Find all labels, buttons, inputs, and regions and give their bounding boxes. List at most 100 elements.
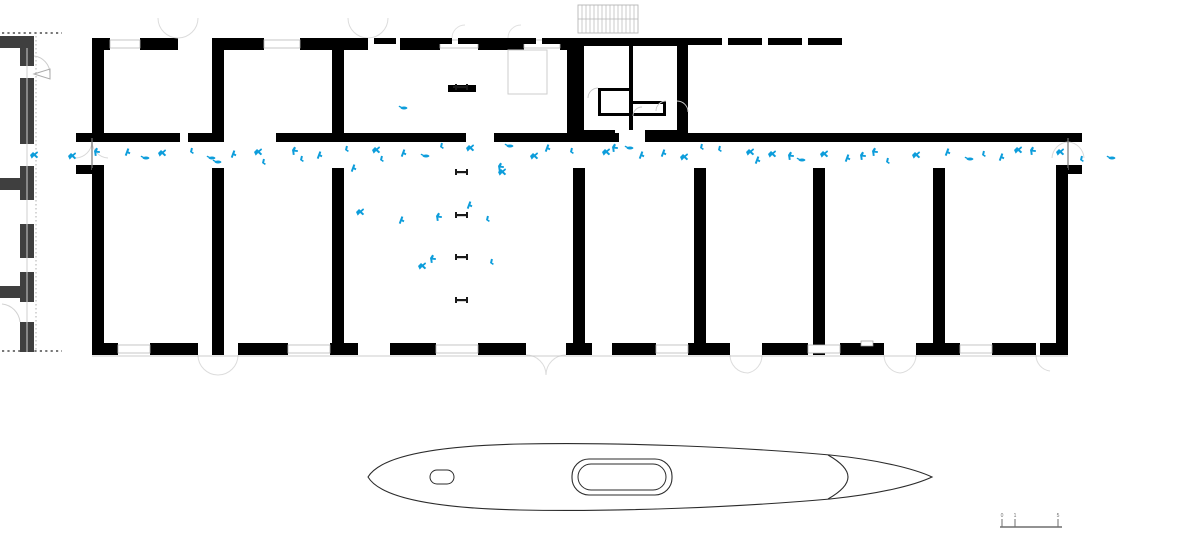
partition-lower-4 (694, 168, 706, 355)
west-exterior-wall-upper (92, 38, 104, 138)
column-marker (455, 169, 468, 175)
wall-dash (486, 38, 508, 44)
annex-partition-e (633, 113, 666, 116)
wall-segment (992, 343, 1036, 355)
boat-plan-outline (367, 443, 934, 511)
partition-upper-1 (212, 38, 224, 138)
wall-segment (92, 343, 118, 355)
wall-segment (762, 343, 808, 355)
annex-partition-f (663, 101, 666, 116)
wall-dash (514, 38, 536, 44)
wall-dash (402, 38, 424, 44)
door-swing (1067, 141, 1085, 159)
annex-north-wall (573, 38, 688, 46)
wall-dash (542, 38, 564, 44)
wall-segment (478, 343, 526, 355)
wall-segment (808, 38, 842, 45)
door-swing (729, 354, 749, 374)
corridor-bench (448, 85, 476, 92)
window (109, 39, 141, 49)
door-swing (347, 17, 369, 39)
wall-segment (688, 38, 722, 45)
wall-segment (140, 38, 178, 50)
annex-door-swing-a (587, 87, 599, 99)
entry-wall-stub-bottom (76, 165, 104, 174)
door-swing (451, 24, 466, 39)
door-swing (747, 354, 763, 374)
door-swing (883, 354, 901, 374)
wall-segment (688, 343, 730, 355)
boat-forward-hatch (429, 469, 455, 485)
door-swing (197, 354, 219, 376)
graphic-scale-bar: 0 1 5 (1000, 513, 1062, 528)
wall-dash (374, 38, 396, 44)
scale-label-1: 1 (1014, 513, 1017, 519)
wall-segment (150, 343, 198, 355)
wall-segment (566, 343, 592, 355)
corridor-wall-upper-b (276, 133, 466, 142)
annex-door-swing-c (632, 106, 643, 117)
partition-lower-1 (212, 168, 224, 355)
annex-door-swing-b (655, 100, 667, 112)
door-swing (177, 17, 199, 39)
door-swing (75, 141, 93, 159)
window (263, 39, 301, 49)
upper-room-walls (92, 38, 1068, 142)
wall-segment (728, 38, 762, 45)
wall-segment (300, 38, 338, 50)
window (655, 344, 689, 354)
door-swing (157, 17, 179, 39)
wall-dash (346, 38, 368, 44)
partition-lower-2 (332, 168, 344, 355)
north-wall-right-thin (688, 38, 842, 45)
door-swing (217, 354, 239, 376)
column-marker (455, 212, 468, 218)
scale-label-0: 0 (1001, 513, 1004, 519)
fragment-spur-mid (0, 178, 22, 190)
wall-segment (238, 343, 288, 355)
window (959, 344, 993, 354)
corridor-wall-upper-e (645, 133, 1068, 142)
south-wall (92, 340, 1068, 376)
exit-wall-stub-bottom (1056, 165, 1082, 174)
wall-dash (430, 38, 452, 44)
wall-segment (390, 343, 436, 355)
fragment-door-leaf-upper (32, 68, 51, 80)
column-marker (455, 254, 468, 260)
partition-lower-6 (933, 168, 945, 355)
annex-partition-b (598, 88, 601, 116)
window (287, 344, 331, 354)
wall-segment (1040, 343, 1068, 355)
north-annex (573, 38, 689, 140)
column-marker (455, 297, 468, 303)
partition-lower-3 (573, 168, 585, 355)
exit-wall-stub-top (1056, 133, 1082, 142)
door-swing (367, 17, 389, 39)
corridor-wall-upper-c (494, 133, 580, 142)
door-swing (91, 141, 109, 159)
window (117, 344, 151, 354)
corridor-entry-door-west (75, 133, 109, 174)
partition-lower-5 (813, 168, 825, 355)
door-swing (1051, 141, 1069, 159)
corridor-wall-upper-d (573, 133, 619, 142)
entry-wall-stub-top (76, 133, 104, 142)
door-swing (507, 24, 522, 39)
fragment-door-swing-lower (1, 303, 21, 323)
exterior-stair (577, 4, 639, 34)
east-exterior-wall-lower (1056, 168, 1068, 355)
window (807, 344, 841, 354)
west-exterior-wall-lower (92, 168, 104, 355)
partition-upper-3 (567, 38, 579, 138)
corridor-wall-upper-a3 (188, 133, 224, 142)
door-swing (545, 354, 567, 376)
annex-partition-c (598, 113, 631, 116)
south-wall-notch (860, 340, 874, 347)
wall-segment (612, 343, 656, 355)
scale-label-5: 5 (1057, 513, 1060, 519)
wall-segment (768, 38, 802, 45)
lower-room-walls (92, 168, 1068, 355)
fragment-spur-low (0, 286, 22, 298)
